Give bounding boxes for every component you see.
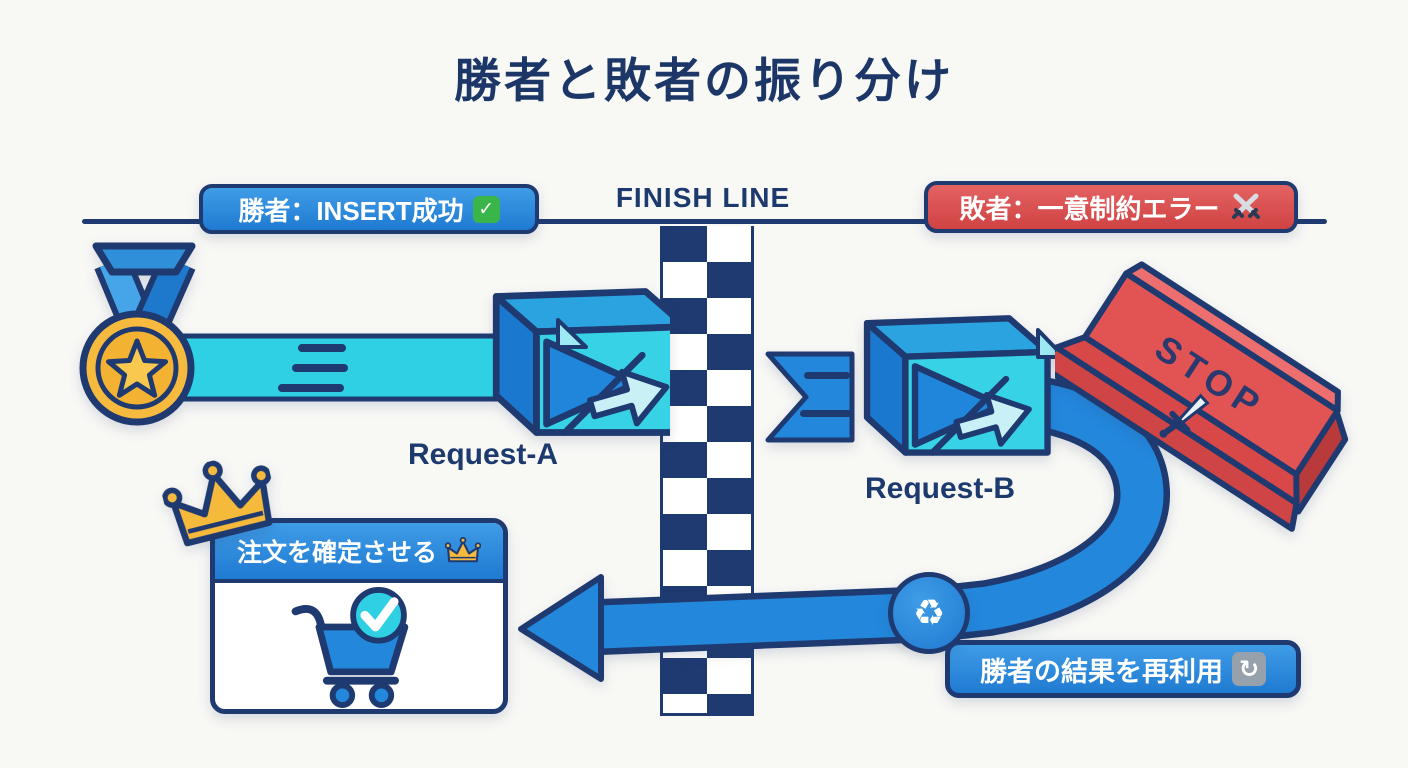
crossed-swords-icon [1231, 193, 1260, 219]
crown-icon [445, 536, 481, 562]
loser-banner-text: 敗者：一意制約エラー [959, 193, 1220, 224]
recycle-glyph: ♻ [912, 592, 946, 633]
cycle-arrows-icon: ↻ [1232, 652, 1266, 686]
finish-line-label: FINISH LINE [615, 182, 791, 213]
order-card: 注文を確定させる [210, 518, 508, 714]
recycle-badge-icon: ♻ [888, 572, 970, 654]
arrow-head [518, 574, 604, 682]
reuse-banner: 勝者の結果を再利用 ↻ [945, 640, 1301, 698]
reuse-flow-arrow [518, 372, 1170, 682]
request-b-box [867, 318, 1047, 454]
page-title: 勝者と敗者の振り分け [454, 54, 954, 107]
loser-banner: 敗者：一意制約エラー [924, 181, 1298, 233]
request-b-label: Request-B [864, 472, 1016, 505]
lane-b-illustration [765, 280, 1066, 495]
lane-a-illustration [79, 242, 670, 470]
shopping-cart-icon [291, 586, 409, 708]
order-card-header-text: 注文を確定させる [236, 539, 437, 567]
order-card-body [215, 583, 503, 709]
check-mark-icon: ✓ [472, 195, 500, 223]
start-line [82, 219, 1327, 224]
winner-banner: 勝者：INSERT成功 ✓ [199, 184, 539, 234]
request-a-label: Request-A [407, 438, 559, 471]
stop-barrier: STOP [1055, 261, 1349, 532]
sword-icon [1159, 393, 1210, 438]
order-card-header: 注文を確定させる [215, 523, 503, 583]
reuse-banner-text: 勝者の結果を再利用 [980, 656, 1223, 687]
winner-banner-text: 勝者：INSERT成功 [238, 195, 464, 226]
ribbon-tail [765, 351, 855, 443]
fold-corner [556, 318, 588, 349]
medal-icon [79, 242, 196, 426]
